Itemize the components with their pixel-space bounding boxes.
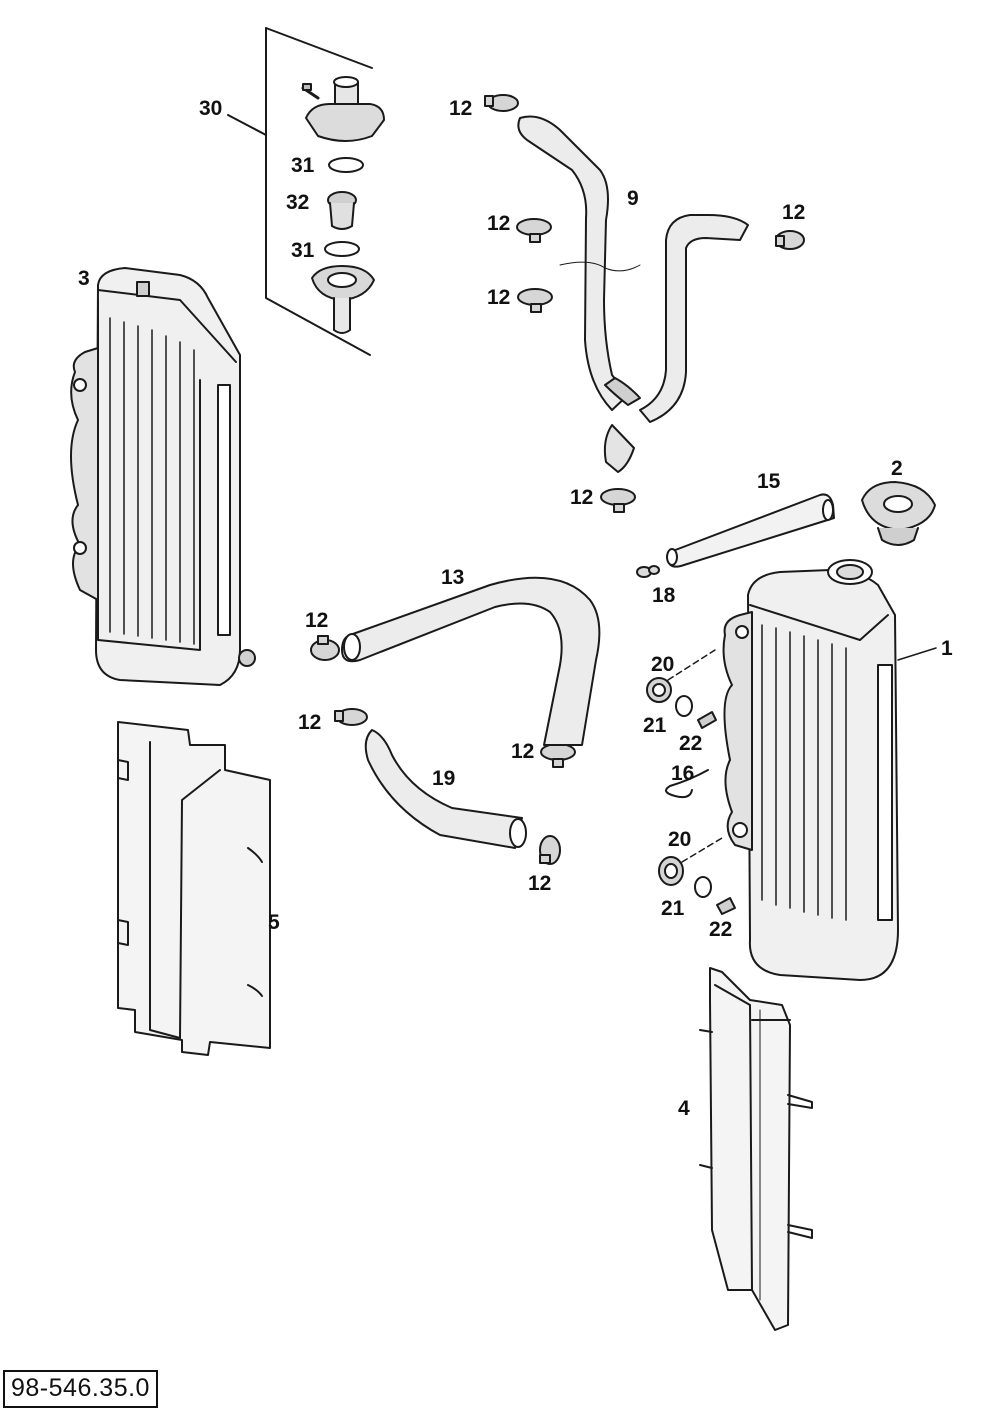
callout-4: 4 — [678, 1097, 690, 1120]
radiator-left-fins — [109, 317, 195, 645]
callout-3: 3 — [78, 267, 90, 290]
thermostat-part — [327, 191, 357, 230]
hose-clamp-icon — [600, 488, 636, 513]
y-hose-part — [517, 115, 749, 473]
hose-clamp-icon — [540, 743, 576, 768]
thermostat-assembly — [227, 27, 385, 356]
leader-1 — [897, 647, 937, 661]
callout-31-lower: 31 — [291, 239, 315, 262]
callout-12-upper-mid: 12 — [487, 212, 511, 235]
callout-12-hose19-left: 12 — [298, 711, 322, 734]
callout-15: 15 — [757, 470, 781, 493]
callout-12-right: 12 — [782, 201, 806, 224]
hose-clamp-icon — [334, 708, 368, 726]
hose-clamps — [310, 94, 805, 865]
radiator-left-part — [70, 267, 256, 686]
guard-right-part — [699, 967, 813, 1331]
callout-12-lower-mid: 12 — [487, 286, 511, 309]
callout-13: 13 — [441, 566, 465, 589]
callout-21-upper: 21 — [643, 714, 667, 737]
mounting-hardware-lower — [658, 837, 736, 915]
callout-9: 9 — [627, 187, 639, 210]
callout-20-lower: 20 — [668, 828, 692, 851]
callout-2: 2 — [891, 457, 903, 480]
callout-19: 19 — [432, 767, 456, 790]
callout-12-hose13-right: 12 — [511, 740, 535, 763]
callout-1: 1 — [941, 637, 953, 660]
callout-30: 30 — [199, 97, 223, 120]
drawing-number: 98-546.35.0 — [3, 1370, 158, 1408]
callout-32: 32 — [286, 191, 310, 214]
hose-clamp-icon — [539, 835, 561, 865]
hose-13-part — [341, 576, 601, 746]
hose-clip-part — [665, 769, 709, 799]
thermostat-base-part — [311, 265, 375, 334]
radiator-right-part — [722, 559, 937, 981]
callout-5: 5 — [268, 911, 280, 934]
callout-20-upper: 20 — [651, 653, 675, 676]
radiator-right-fins — [761, 624, 847, 921]
callout-12-hose13-left: 12 — [305, 609, 329, 632]
thermostat-housing-part — [301, 76, 385, 142]
callout-12-top: 12 — [449, 97, 473, 120]
mounting-hardware-upper — [646, 649, 717, 729]
callout-12-y-bottom: 12 — [570, 486, 594, 509]
hose-clamp-icon — [310, 635, 340, 661]
hose-clamp-icon — [516, 218, 552, 243]
overflow-hose-part — [666, 493, 835, 568]
hose-19-part — [364, 729, 527, 849]
guard-left-part — [117, 721, 271, 1056]
callout-16: 16 — [671, 762, 695, 785]
o-ring-lower-part — [324, 241, 360, 257]
leader-30 — [227, 114, 267, 136]
callout-21-lower: 21 — [661, 897, 685, 920]
o-ring-upper-part — [328, 157, 364, 173]
thermostat-bracket-line — [265, 27, 371, 356]
radiator-cap-part — [861, 481, 936, 546]
callout-31-upper: 31 — [291, 154, 315, 177]
callout-22-upper: 22 — [679, 732, 703, 755]
hose-clamp-icon — [484, 94, 519, 112]
callout-22-lower: 22 — [709, 918, 733, 941]
hose-clamp-icon — [517, 288, 553, 313]
callout-18: 18 — [652, 584, 676, 607]
small-clamp-part — [636, 565, 660, 578]
thermostat-bracket-top — [265, 27, 373, 69]
hose-clamp-icon — [775, 230, 805, 250]
callout-12-hose19-right: 12 — [528, 872, 552, 895]
